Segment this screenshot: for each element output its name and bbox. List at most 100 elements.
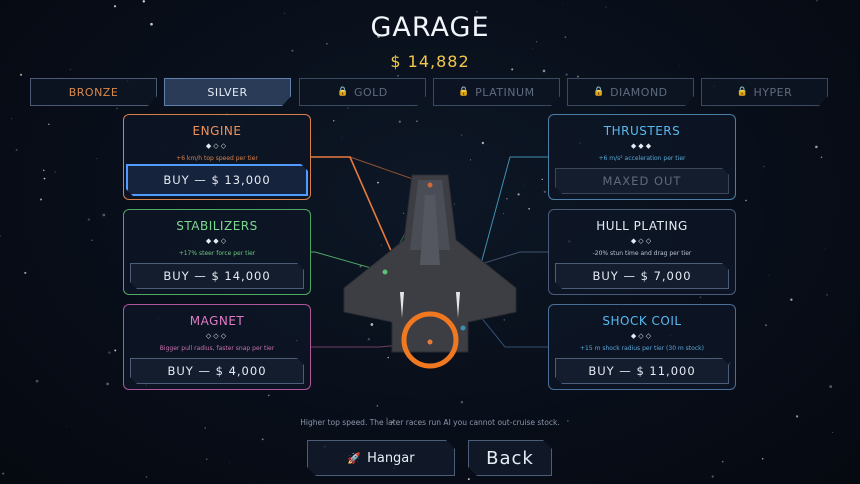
- star: [402, 212, 405, 215]
- star: [43, 177, 46, 180]
- star: [699, 296, 702, 299]
- star: [503, 213, 505, 214]
- star: [565, 73, 568, 76]
- star: [229, 462, 230, 464]
- star: [460, 400, 464, 404]
- buy-stabilizers-button[interactable]: BUY — $ 14,000: [130, 263, 304, 289]
- hint-text: Higher top speed. The later races run AI…: [300, 418, 560, 427]
- star: [829, 385, 833, 388]
- star: [768, 274, 770, 276]
- star: [745, 199, 747, 202]
- star: [19, 73, 23, 76]
- star: [541, 178, 543, 181]
- star: [543, 190, 547, 194]
- star: [142, 0, 146, 3]
- star: [66, 426, 67, 427]
- tier-pips: ◆◇◇: [205, 142, 229, 150]
- upgrade-name: STABILIZERS: [176, 219, 258, 233]
- star: [341, 137, 343, 138]
- star: [721, 460, 724, 463]
- tab-label: GOLD: [353, 85, 388, 99]
- star: [96, 158, 98, 160]
- star: [765, 324, 767, 326]
- star: [102, 213, 106, 217]
- upgrade-card-shock-coil: SHOCK COIL ◆◇◇ +15 m shock radius per ti…: [548, 304, 736, 390]
- buy-shock-coil-button[interactable]: BUY — $ 11,000: [555, 358, 729, 384]
- star: [711, 475, 714, 478]
- star: [11, 118, 13, 120]
- star: [517, 193, 520, 196]
- upgrade-card-hull-plating: HULL PLATING ◆◇◇ -20% stun time and drag…: [548, 209, 736, 295]
- thrusters-maxed-button: MAXED OUT: [555, 168, 729, 194]
- star: [113, 5, 117, 8]
- tab-bronze[interactable]: BRONZE: [30, 78, 157, 106]
- star: [204, 427, 207, 429]
- magnet-radius-ring: [401, 311, 459, 369]
- connector-lines: [310, 156, 548, 348]
- tab-gold[interactable]: 🔒 GOLD: [299, 78, 426, 106]
- star: [283, 12, 285, 14]
- buy-magnet-button[interactable]: BUY — $ 4,000: [130, 358, 304, 384]
- star: [542, 69, 546, 73]
- star: [106, 382, 109, 386]
- star: [832, 431, 834, 433]
- star: [87, 218, 90, 221]
- tier-pips: ◆◆◆: [630, 142, 654, 150]
- upgrade-card-thrusters: THRUSTERS ◆◆◆ +6 m/s² acceleration per t…: [548, 114, 736, 200]
- upgrade-name: THRUSTERS: [603, 124, 681, 138]
- star: [391, 421, 394, 424]
- star: [824, 248, 826, 250]
- tab-silver[interactable]: SILVER: [164, 78, 291, 106]
- star: [424, 24, 426, 26]
- lock-icon: 🔒: [337, 87, 349, 97]
- tab-hyper[interactable]: 🔒 HYPER: [701, 78, 828, 106]
- tab-diamond[interactable]: 🔒 DIAMOND: [567, 78, 694, 106]
- star: [347, 107, 349, 109]
- star: [39, 198, 43, 201]
- star: [679, 65, 681, 67]
- stabilizers-connector: [310, 251, 386, 273]
- tier-pips: ◆◇◇: [630, 332, 654, 340]
- tab-label: DIAMOND: [610, 85, 668, 99]
- star: [564, 36, 567, 38]
- star: [476, 11, 478, 13]
- buy-hull-plating-button[interactable]: BUY — $ 7,000: [555, 263, 729, 289]
- lock-icon: 🔒: [458, 87, 471, 97]
- star: [470, 159, 471, 161]
- back-button[interactable]: Back: [468, 440, 552, 476]
- star: [116, 107, 118, 110]
- star: [35, 379, 39, 383]
- star: [532, 47, 534, 49]
- star: [820, 156, 823, 159]
- star: [91, 239, 93, 242]
- star: [377, 35, 380, 38]
- star: [206, 458, 208, 460]
- page-title: GARAGE: [370, 12, 490, 43]
- star: [376, 405, 379, 407]
- star: [562, 3, 564, 5]
- rocket-icon: 🚀: [347, 451, 362, 465]
- star: [461, 134, 463, 136]
- star: [150, 22, 153, 26]
- tab-platinum[interactable]: 🔒 PLATINUM: [433, 78, 560, 106]
- tab-label: SILVER: [207, 85, 248, 99]
- hangar-button[interactable]: 🚀 Hangar: [307, 440, 455, 476]
- buy-engine-button[interactable]: BUY — $ 13,000: [126, 164, 308, 196]
- star: [416, 120, 418, 123]
- star: [503, 319, 506, 321]
- tab-label: HYPER: [753, 85, 793, 99]
- lock-icon: 🔒: [736, 87, 749, 97]
- star: [43, 169, 45, 171]
- star: [2, 472, 5, 475]
- star: [816, 0, 818, 2]
- star: [370, 323, 374, 326]
- star: [826, 294, 828, 296]
- star: [386, 417, 388, 419]
- star: [377, 181, 379, 184]
- star: [453, 203, 455, 205]
- star: [387, 356, 389, 359]
- upgrade-description: +6 m/s² acceleration per tier: [598, 155, 686, 162]
- star: [398, 120, 401, 123]
- upgrade-name: ENGINE: [192, 124, 242, 138]
